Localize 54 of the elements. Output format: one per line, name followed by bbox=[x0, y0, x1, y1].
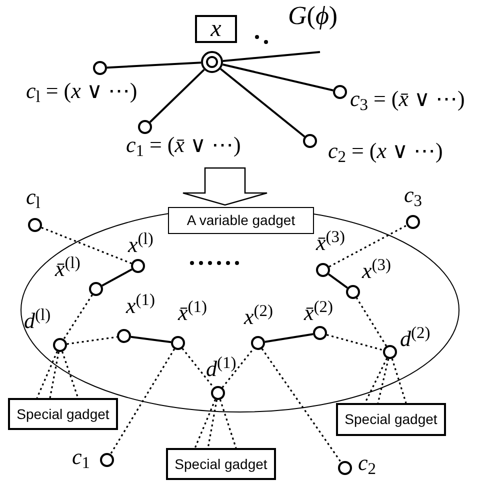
dotted-line bbox=[222, 348, 254, 388]
dotted-line bbox=[326, 334, 384, 351]
math-label: c$_{l}$ = (x ∨ ⋯) bbox=[26, 80, 138, 102]
edge-line bbox=[222, 51, 320, 62]
gadget-title: A variable gadget bbox=[168, 207, 314, 234]
dotted-line bbox=[328, 224, 408, 268]
graph-label: G(ϕ) bbox=[288, 0, 338, 32]
dotted-line bbox=[63, 294, 93, 340]
math-label: x̄$^{(l)}$ bbox=[55, 258, 80, 280]
math-label: d$^{(2)}$ bbox=[400, 328, 430, 350]
math-label: c$_{3}$ bbox=[404, 184, 422, 206]
math-label: c$_{3}$ = (x̄ ∨ ⋯) bbox=[350, 88, 465, 110]
dotted-line bbox=[219, 399, 237, 448]
dotted-line bbox=[66, 336, 118, 345]
edge-line bbox=[102, 268, 132, 287]
block-arrow bbox=[182, 167, 268, 206]
math-label: x$^{(2)}$ bbox=[244, 306, 274, 328]
special-gadget-box: Special gadget bbox=[336, 403, 446, 436]
edge-line bbox=[220, 68, 306, 138]
edge-line bbox=[149, 68, 205, 123]
special-gadget-box: Special gadget bbox=[166, 448, 276, 480]
math-label: c$_{2}$ bbox=[358, 452, 376, 474]
dotted-line bbox=[62, 351, 79, 398]
dotted-line bbox=[49, 352, 60, 398]
math-label: c$_{l}$ bbox=[26, 186, 40, 208]
math-label: c$_{1}$ = (x̄ ∨ ⋯) bbox=[126, 134, 241, 156]
math-label: c$_{1}$ bbox=[72, 446, 90, 468]
dotted-line bbox=[194, 399, 216, 448]
dotted-line bbox=[41, 226, 132, 264]
dotted-line bbox=[391, 358, 407, 404]
math-label: x̄$^{(2)}$ bbox=[304, 302, 334, 324]
math-label: x$^{(3)}$ bbox=[362, 260, 392, 282]
double-circle-vertex bbox=[201, 51, 223, 73]
edge-line bbox=[328, 273, 348, 289]
dotted-line bbox=[356, 298, 387, 346]
dotted-line bbox=[261, 348, 342, 463]
edge-line bbox=[130, 336, 172, 344]
math-label: x$^{(1)}$ bbox=[126, 295, 156, 317]
special-gadget-box: Special gadget bbox=[8, 398, 118, 430]
math-label: c$_{2}$ = (x ∨ ⋯) bbox=[328, 140, 443, 162]
math-label: x$^{(l)}$ bbox=[128, 234, 154, 256]
math-label: x̄$^{(3)}$ bbox=[316, 232, 346, 254]
math-label: d$^{(l)}$ bbox=[24, 310, 51, 332]
edge-line bbox=[222, 64, 334, 92]
math-label: x̄$^{(1)}$ bbox=[178, 302, 208, 324]
dotted-line bbox=[207, 400, 218, 448]
dotted-line bbox=[110, 348, 176, 454]
dotted-line bbox=[364, 358, 388, 404]
math-label: d$^{(1)}$ bbox=[206, 358, 236, 380]
edge-line bbox=[264, 333, 314, 343]
dotted-line bbox=[36, 351, 58, 398]
variable-box: x bbox=[195, 15, 237, 43]
edge-line bbox=[106, 62, 202, 69]
dotted-line bbox=[377, 358, 390, 404]
